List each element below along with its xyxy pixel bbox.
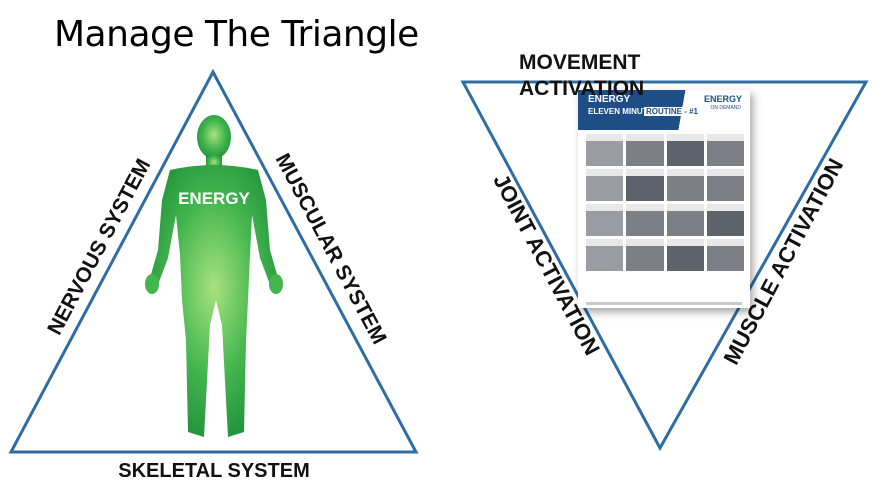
movement-label-line1: MOVEMENT [519,51,641,74]
document-brand-sub: ON DEMAND [710,105,741,111]
energy-label: ENERGY [178,189,250,208]
exercise-photo [586,204,624,236]
exercise-photo-grid [586,134,744,271]
muscular-system-label: MUSCULAR SYSTEM [271,150,391,348]
movement-activation-label: MOVEMENT ACTIVATION [519,50,644,102]
document-energy-title: ENERGY [588,94,631,105]
exercise-photo [586,239,624,271]
exercise-photo [586,134,624,166]
exercise-photo [666,239,704,271]
document-stability: STABILITY: JOINT ACTIVATION [588,122,677,128]
exercise-photo [706,134,744,166]
routine-document-image: ENERGY ELEVEN MINUTE ROUTINE - #1 ENERGY… [578,90,750,308]
skeletal-system-label: SKELETAL SYSTEM [118,460,310,482]
exercise-photo [626,204,664,236]
left-triangle [8,68,419,454]
human-figure-icon [148,115,280,437]
exercise-photo [706,204,744,236]
right-triangle [460,80,869,452]
document-footer [586,302,742,305]
exercise-photo [626,134,664,166]
hands-icon [145,274,283,294]
nervous-system-label: NERVOUS SYSTEM [43,155,155,339]
exercise-photo [586,169,624,201]
exercise-photo [626,169,664,201]
document-routine: ROUTINE - #1 [644,107,701,116]
exercise-photo [706,239,744,271]
exercise-photo [666,204,704,236]
exercise-photo [706,169,744,201]
movement-label-line2: ACTIVATION [519,77,645,100]
page-title: Manage The Triangle [54,14,419,55]
exercise-photo [666,169,704,201]
exercise-photo [626,239,664,271]
document-subtitle: ELEVEN MINUTE [588,107,653,116]
exercise-photo [666,134,704,166]
document-brand: ENERGY [703,94,742,104]
